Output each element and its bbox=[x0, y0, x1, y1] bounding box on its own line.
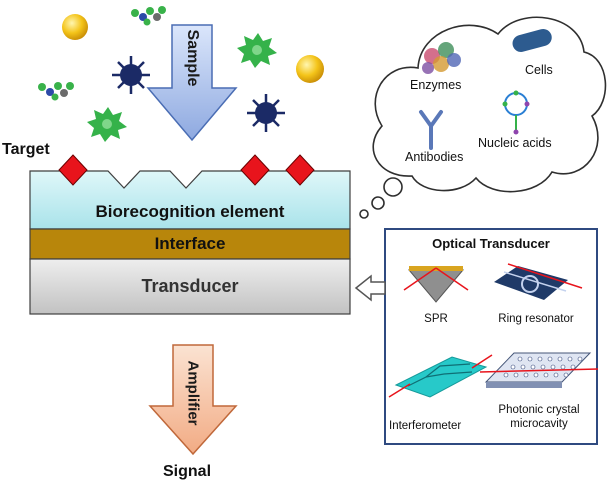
enzyme-icon bbox=[422, 42, 461, 74]
cloud-item-enzymes: Enzymes bbox=[410, 78, 462, 92]
target-marker bbox=[285, 154, 315, 186]
target-label: Target bbox=[2, 141, 50, 158]
interface-label: Interface bbox=[154, 234, 226, 253]
sample-label: Sample bbox=[184, 29, 201, 87]
target-marker bbox=[240, 154, 270, 186]
ring-resonator-icon bbox=[494, 263, 583, 300]
transducer-layer bbox=[29, 258, 351, 315]
optical-item-interferometer: Interferometer bbox=[389, 420, 462, 432]
optical-item-microcavity: microcavity bbox=[510, 418, 568, 430]
molecule-icon bbox=[131, 6, 166, 26]
amplifier-label: Amplifier bbox=[184, 360, 202, 426]
nucleic-acid-icon bbox=[502, 90, 530, 135]
signal-label: Signal bbox=[163, 463, 212, 480]
spr-icon bbox=[403, 266, 469, 303]
cloud-item-antibodies: Antibodies bbox=[405, 150, 464, 164]
cloud-item-nucleic-acids: Nucleic acids bbox=[478, 136, 552, 150]
gold-nanoparticle-icon bbox=[62, 14, 88, 40]
optical-item-ring-resonator: Ring resonator bbox=[498, 313, 574, 325]
interferometer-icon bbox=[388, 354, 493, 398]
molecule-icon bbox=[38, 82, 74, 101]
link-arrow bbox=[354, 274, 386, 302]
photonic-crystal-icon bbox=[479, 352, 599, 388]
transducer-label: Transducer bbox=[141, 276, 239, 296]
biorecognition-label: Biorecognition element bbox=[95, 202, 285, 221]
cell-icon bbox=[512, 29, 552, 52]
optical-item-photonic-crystal: Photonic crystal bbox=[498, 404, 580, 416]
antibody-icon bbox=[419, 110, 443, 150]
optical-transducer-panel bbox=[384, 228, 598, 445]
sample-arrow bbox=[146, 24, 238, 142]
amplifier-arrow bbox=[148, 344, 238, 456]
cloud-item-cells: Cells bbox=[525, 63, 553, 77]
star-analyte-icon bbox=[87, 107, 127, 142]
thought-cloud bbox=[359, 16, 607, 219]
optical-transducer-title: Optical Transducer bbox=[432, 236, 550, 251]
gold-nanoparticle-icon bbox=[296, 55, 324, 83]
interface-layer bbox=[29, 228, 351, 260]
star-analyte-icon bbox=[237, 33, 277, 68]
sun-analyte-icon bbox=[247, 94, 285, 132]
sun-analyte-icon bbox=[112, 56, 150, 94]
target-marker bbox=[58, 154, 88, 186]
optical-item-spr: SPR bbox=[424, 313, 448, 325]
